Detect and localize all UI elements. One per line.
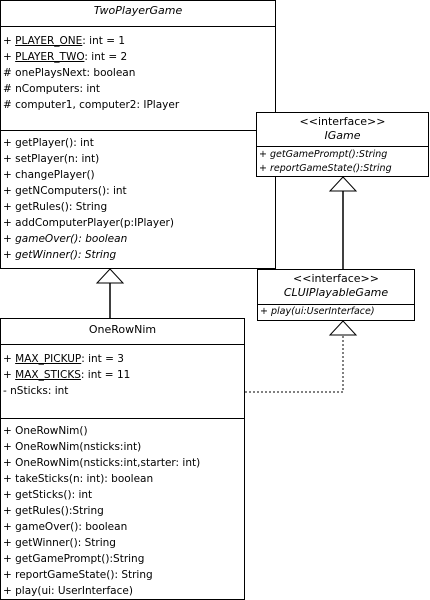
method: + addComputerPlayer(p:IPlayer) — [3, 217, 174, 229]
method: + reportGameState():String — [259, 163, 392, 174]
method: + getWinner(): String — [3, 537, 116, 549]
realization-arrowhead — [328, 320, 358, 336]
method: + OneRowNim() — [3, 425, 88, 437]
method: + getGamePrompt():String — [3, 553, 145, 565]
method: + getRules(): String — [3, 201, 108, 213]
stereotype-cluiplayablegame: <<interface>> — [293, 272, 379, 285]
class-twoplayergame: TwoPlayerGame + PLAYER_ONE: int = 1 + PL… — [0, 0, 276, 269]
methods-onerownim: + OneRowNim() + OneRowNim(nsticks:int) +… — [1, 419, 244, 599]
attributes-twoplayergame: + PLAYER_ONE: int = 1 + PLAYER_TWO: int … — [1, 27, 275, 131]
header-cluiplayablegame: <<interface>> CLUIPlayableGame — [258, 270, 414, 305]
method: + play(ui: UserInterface) — [3, 585, 133, 597]
method: + changePlayer() — [3, 169, 95, 181]
methods-igame: + getGamePrompt():String + reportGameSta… — [257, 147, 428, 176]
method: + play(ui:UserInterface) — [260, 306, 375, 317]
interface-extends-arrowhead — [328, 176, 358, 192]
method: + getPlayer(): int — [3, 137, 94, 149]
methods-cluiplayablegame: + play(ui:UserInterface) — [258, 305, 414, 319]
header-igame: <<interface>> IGame — [257, 113, 428, 147]
method-abstract: + getWinner(): String — [3, 249, 117, 261]
interface-igame: <<interface>> IGame + getGamePrompt():St… — [256, 112, 429, 177]
method-abstract: + gameOver(): boolean — [3, 233, 128, 245]
class-onerownim: OneRowNim + MAX_PICKUP: int = 3 + MAX_ST… — [0, 318, 245, 600]
method: + takeSticks(n: int): boolean — [3, 473, 154, 485]
attributes-onerownim: + MAX_PICKUP: int = 3 + MAX_STICKS: int … — [1, 345, 244, 419]
method: + gameOver(): boolean — [3, 521, 128, 533]
methods-twoplayergame: + getPlayer(): int + setPlayer(n: int) +… — [1, 131, 275, 263]
attribute-computers: # computer1, computer2: IPlayer — [3, 99, 180, 111]
method: + setPlayer(n: int) — [3, 153, 100, 165]
attribute-max-sticks: + MAX_STICKS: int = 11 — [3, 369, 131, 381]
method: + getSticks(): int — [3, 489, 93, 501]
method: + reportGameState(): String — [3, 569, 153, 581]
attribute-player-one: + PLAYER_ONE: int = 1 — [3, 35, 126, 47]
inheritance-arrowhead — [95, 268, 125, 284]
attribute-n-computers: # nComputers: int — [3, 83, 101, 95]
attribute-max-pickup: + MAX_PICKUP: int = 3 — [3, 353, 124, 365]
method: + OneRowNim(nsticks:int,starter: int) — [3, 457, 201, 469]
attribute-n-sticks: - nSticks: int — [3, 385, 69, 397]
realization-line — [245, 335, 344, 393]
method: + getGamePrompt():String — [259, 149, 388, 160]
attribute-player-two: + PLAYER_TWO: int = 2 — [3, 51, 128, 63]
method: + getRules():String — [3, 505, 104, 517]
class-name-onerownim: OneRowNim — [1, 319, 244, 345]
interface-cluiplayablegame: <<interface>> CLUIPlayableGame + play(ui… — [257, 269, 415, 321]
method: + OneRowNim(nsticks:int) — [3, 441, 142, 453]
attribute-one-plays-next: # onePlaysNext: boolean — [3, 67, 136, 79]
method: + getNComputers(): int — [3, 185, 127, 197]
class-name-twoplayergame: TwoPlayerGame — [1, 1, 275, 27]
interface-name-igame: IGame — [324, 129, 361, 142]
interface-name-cluiplayablegame: CLUIPlayableGame — [283, 286, 389, 299]
stereotype-igame: <<interface>> — [299, 115, 386, 128]
